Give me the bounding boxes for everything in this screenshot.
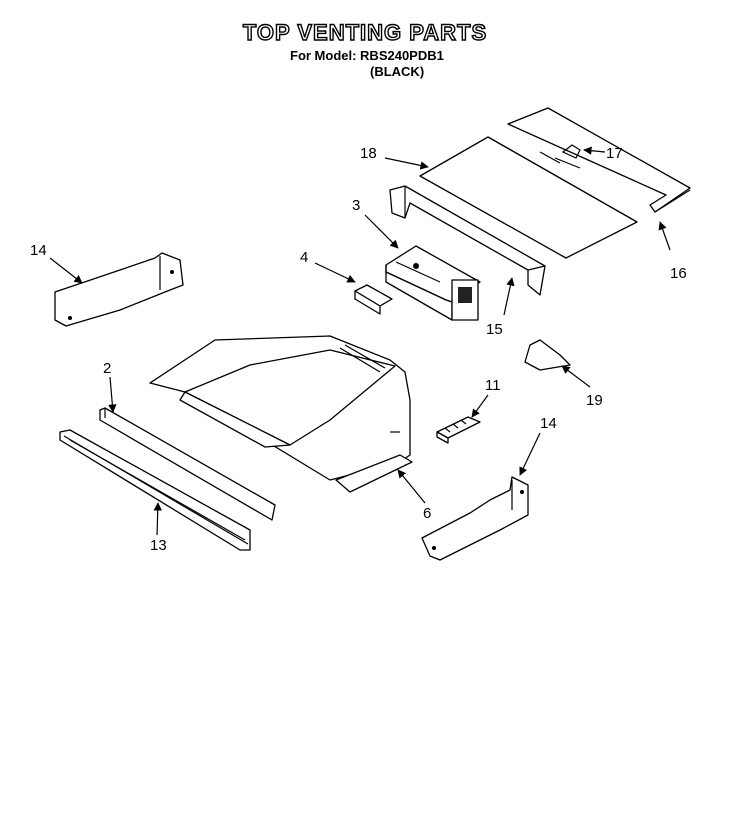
- part-17-clip: [554, 144, 581, 169]
- part-16-top-panel: [507, 107, 691, 213]
- part-14-right-bracket: [421, 476, 529, 561]
- model-label: For Model: RBS240PDB1: [290, 48, 444, 63]
- part-3-blower-assembly: [385, 245, 481, 321]
- diagram-title: TOP VENTING PARTS: [242, 19, 488, 45]
- callout-11: 11: [485, 377, 501, 394]
- callout-17: 17: [606, 145, 623, 162]
- color-label: (BLACK): [370, 64, 425, 79]
- callout-16: 16: [670, 265, 687, 282]
- part-18-vent-plate: [419, 136, 638, 259]
- part-6-duct-housing: [149, 335, 413, 493]
- part-2-front-strip: [99, 407, 276, 521]
- callout-13: 13: [150, 537, 167, 554]
- callout-6: 6: [423, 505, 431, 522]
- callout-15: 15: [486, 321, 503, 338]
- part-14-left-bracket: [54, 252, 184, 327]
- callout-14-right: 14: [540, 415, 557, 432]
- callout-19: 19: [586, 392, 603, 409]
- callout-4: 4: [300, 249, 308, 266]
- part-15-bracket-rail: [389, 185, 546, 296]
- part-19-bracket: [524, 339, 571, 371]
- callout-3: 3: [352, 197, 360, 214]
- callout-14-left: 14: [30, 242, 47, 259]
- leader-lines: [49, 146, 671, 536]
- callout-18: 18: [360, 145, 377, 162]
- part-11-terminal-block: [436, 416, 481, 444]
- part-4-connector: [354, 284, 393, 315]
- part-13-trim-rail: [59, 429, 251, 551]
- callout-2: 2: [103, 360, 111, 377]
